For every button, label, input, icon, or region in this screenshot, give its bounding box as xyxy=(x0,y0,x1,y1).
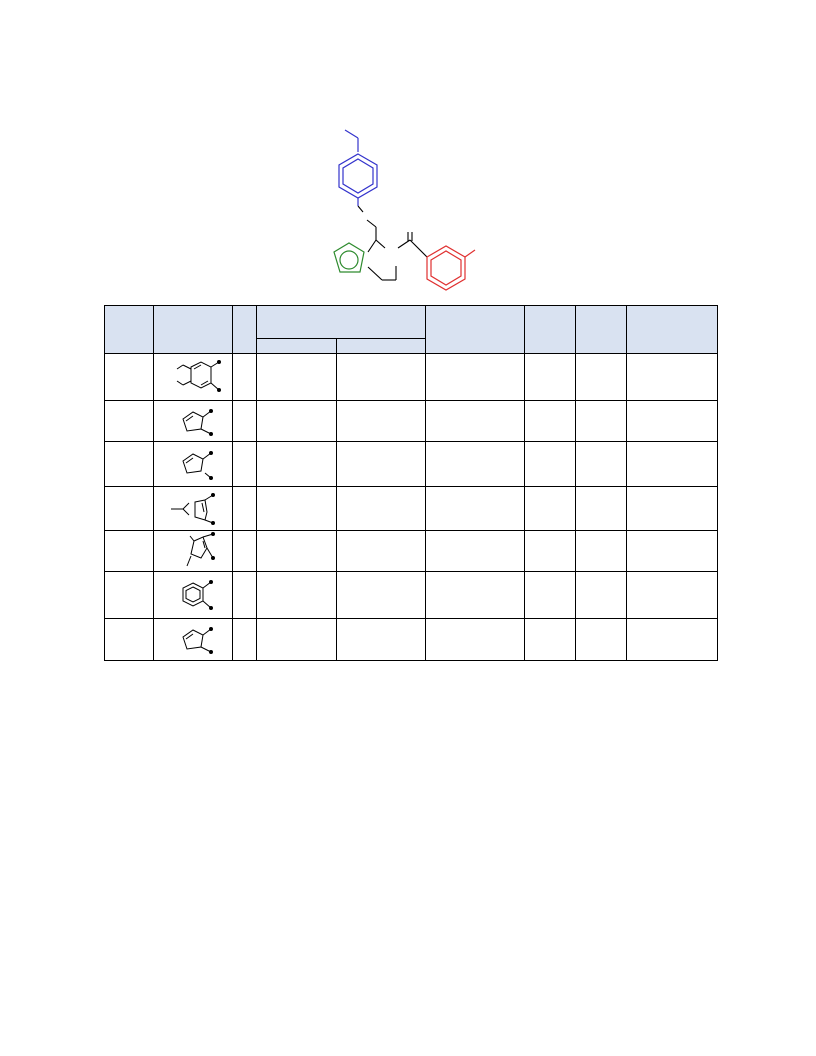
thiophene-structure xyxy=(182,451,213,480)
cell-c3 xyxy=(232,618,257,661)
cell-c7 xyxy=(524,530,576,572)
cell-c8 xyxy=(575,571,627,619)
cell-c9 xyxy=(626,571,718,619)
cell-c3 xyxy=(232,400,257,442)
cell-s2 xyxy=(336,571,426,619)
cell-c7 xyxy=(524,400,576,442)
cell-s2 xyxy=(336,353,426,401)
cell-c3 xyxy=(232,441,257,487)
thiophene-structure xyxy=(182,409,213,436)
cell-c8 xyxy=(575,353,627,401)
header-col6 xyxy=(425,305,525,354)
cell-c6 xyxy=(425,571,525,619)
header-group xyxy=(256,305,426,339)
cell-id xyxy=(104,400,154,442)
table-row xyxy=(104,441,718,487)
cell-s1 xyxy=(256,486,337,531)
scaffold-structure xyxy=(333,129,476,291)
cell-c9 xyxy=(626,353,718,401)
cell-c6 xyxy=(425,353,525,401)
cell-c7 xyxy=(524,486,576,531)
cell-c8 xyxy=(575,441,627,487)
cell-s2 xyxy=(336,441,426,487)
ring-cell xyxy=(153,353,233,401)
cell-s1 xyxy=(256,441,337,487)
methyl-pyrazole-structure xyxy=(186,532,215,567)
header-col8 xyxy=(575,305,627,354)
table-row xyxy=(104,353,718,401)
cell-s1 xyxy=(256,571,337,619)
ring-cell xyxy=(153,530,233,572)
cell-s2 xyxy=(336,530,426,572)
cell-c8 xyxy=(575,530,627,572)
table-row xyxy=(104,400,718,442)
top-aryl-ring xyxy=(338,129,378,206)
ring-cell xyxy=(153,486,233,531)
dioxole-benzene-structure xyxy=(176,360,221,392)
cell-id xyxy=(104,441,154,487)
table-row xyxy=(104,571,718,619)
benzene-structure xyxy=(182,580,213,610)
cell-s2 xyxy=(336,400,426,442)
cell-c3 xyxy=(232,530,257,572)
cell-c9 xyxy=(626,441,718,487)
cell-c6 xyxy=(425,441,525,487)
cell-c6 xyxy=(425,618,525,661)
sar-table xyxy=(104,305,718,661)
cell-c3 xyxy=(232,486,257,531)
ring-cell xyxy=(153,618,233,661)
header-sub1 xyxy=(256,338,337,354)
ring-cell xyxy=(153,400,233,442)
ring-cell xyxy=(153,441,233,487)
header-col7 xyxy=(524,305,576,354)
header-compound xyxy=(104,305,154,354)
header-col9 xyxy=(626,305,718,354)
cell-s1 xyxy=(256,353,337,401)
methyl-thiazole-structure xyxy=(171,492,215,525)
cell-c7 xyxy=(524,618,576,661)
cell-c8 xyxy=(575,618,627,661)
cell-id xyxy=(104,571,154,619)
cell-s1 xyxy=(256,400,337,442)
linker-bonds xyxy=(357,205,428,281)
table-row xyxy=(104,530,718,572)
cell-c9 xyxy=(626,400,718,442)
cell-c9 xyxy=(626,530,718,572)
cell-c9 xyxy=(626,486,718,531)
cell-id xyxy=(104,618,154,661)
cell-c6 xyxy=(425,486,525,531)
cell-c7 xyxy=(524,441,576,487)
header-ring xyxy=(153,305,233,354)
cell-id xyxy=(104,353,154,401)
right-aryl-ring xyxy=(426,245,476,291)
cell-c3 xyxy=(232,571,257,619)
cell-s1 xyxy=(256,530,337,572)
table-row xyxy=(104,486,718,531)
cell-c6 xyxy=(425,400,525,442)
cell-s2 xyxy=(336,618,426,661)
ring-cell xyxy=(153,571,233,619)
thiophene-structure xyxy=(182,626,213,654)
cell-id xyxy=(104,486,154,531)
cell-c8 xyxy=(575,486,627,531)
cell-c7 xyxy=(524,571,576,619)
cell-c8 xyxy=(575,400,627,442)
cell-c7 xyxy=(524,353,576,401)
cell-c6 xyxy=(425,530,525,572)
cell-s1 xyxy=(256,618,337,661)
cell-s2 xyxy=(336,486,426,531)
left-heteroaryl-ring xyxy=(333,242,365,273)
table-row xyxy=(104,618,718,661)
cell-c9 xyxy=(626,618,718,661)
header-sub2 xyxy=(336,338,426,354)
cell-c3 xyxy=(232,353,257,401)
cell-id xyxy=(104,530,154,572)
header-col3 xyxy=(232,305,257,354)
